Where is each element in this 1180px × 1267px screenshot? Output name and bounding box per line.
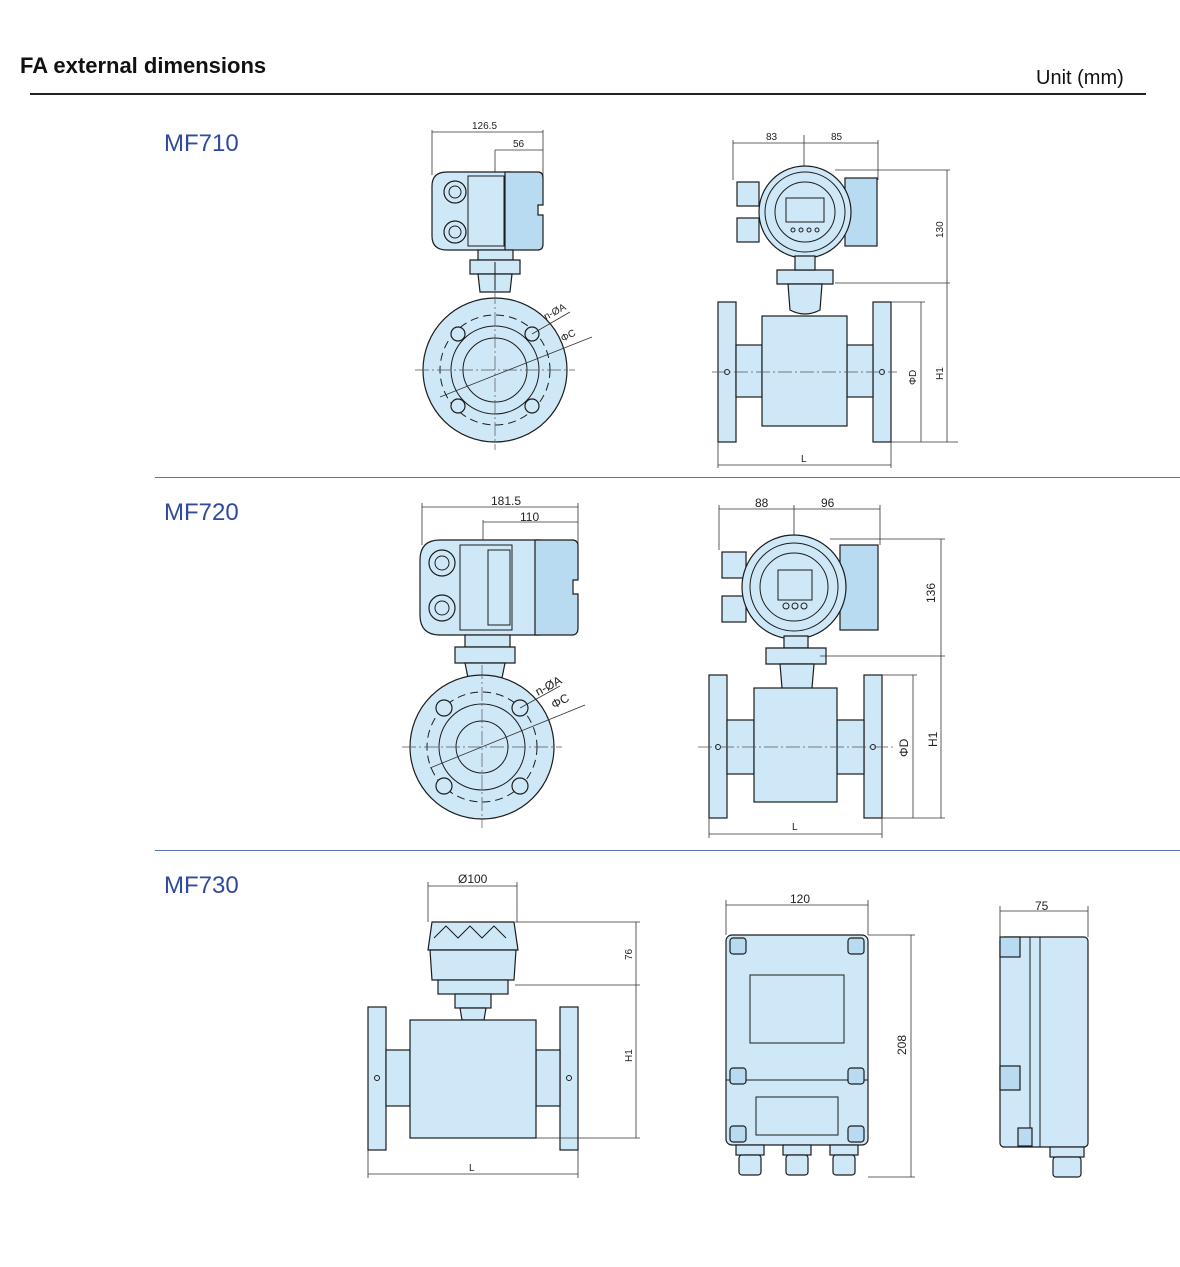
mf730-dim-h1: H1 bbox=[624, 1049, 635, 1062]
header-rule bbox=[30, 93, 1146, 95]
mf720-dim-h1: H1 bbox=[926, 731, 940, 747]
mf720-dim-pitch: ΦC bbox=[549, 691, 572, 712]
mf710-dim-83: 83 bbox=[766, 132, 778, 143]
mf710-dim-phid: ΦD bbox=[908, 370, 919, 385]
mf720-dim-110: 110 bbox=[520, 510, 539, 524]
mf730-box-side-view: 75 bbox=[999, 899, 1089, 1178]
mf720-dim-88: 88 bbox=[755, 496, 769, 510]
mf710-dim-l: L bbox=[801, 454, 807, 465]
mf720-dim-l: L bbox=[792, 822, 798, 833]
model-label-mf710: MF710 bbox=[164, 130, 239, 157]
mf720-dim-181-5: 181.5 bbox=[491, 494, 521, 508]
mf730-dim-d100: Ø100 bbox=[458, 872, 488, 886]
mf720-dim-136: 136 bbox=[924, 583, 938, 603]
mf730-dim-l: L bbox=[469, 1163, 475, 1174]
section-divider bbox=[155, 477, 1180, 478]
mf710-dim-pitch: ΦC bbox=[559, 328, 578, 345]
mf720-dim-phid: ΦD bbox=[897, 738, 911, 757]
mf730-dim-120: 120 bbox=[790, 892, 810, 906]
mf730-dim-208: 208 bbox=[895, 1035, 909, 1055]
mf730-dim-75: 75 bbox=[1035, 899, 1049, 913]
mf710-side-view: 126.5 56 n-ØA ΦC bbox=[415, 121, 593, 450]
mf710-dim-130: 130 bbox=[935, 221, 946, 238]
mf710-dim-holes: n-ØA bbox=[542, 302, 568, 323]
mf720-front-view: 88 96 136 ΦD H1 L bbox=[698, 496, 945, 838]
model-label-mf720: MF720 bbox=[164, 499, 239, 526]
mf730-sensor-view: Ø100 76 H1 L bbox=[367, 872, 640, 1178]
mf720-dim-96: 96 bbox=[821, 496, 835, 510]
mf720-side-view: 181.5 110 n-ØA ΦC bbox=[402, 494, 586, 828]
page-title: FA external dimensions bbox=[20, 53, 267, 78]
mf710-dim-h1: H1 bbox=[935, 367, 946, 380]
unit-label: Unit (mm) bbox=[1036, 67, 1124, 89]
section-divider bbox=[155, 850, 1180, 851]
mf710-dim-56: 56 bbox=[513, 139, 525, 150]
mf730-box-front-view: 120 208 bbox=[725, 892, 915, 1178]
mf730-dim-76: 76 bbox=[624, 948, 635, 960]
model-label-mf730: MF730 bbox=[164, 872, 239, 899]
mf710-front-view: 83 85 130 ΦD H1 L bbox=[712, 132, 958, 468]
mf710-dim-126-5: 126.5 bbox=[472, 121, 497, 132]
mf710-dim-85: 85 bbox=[831, 132, 843, 143]
